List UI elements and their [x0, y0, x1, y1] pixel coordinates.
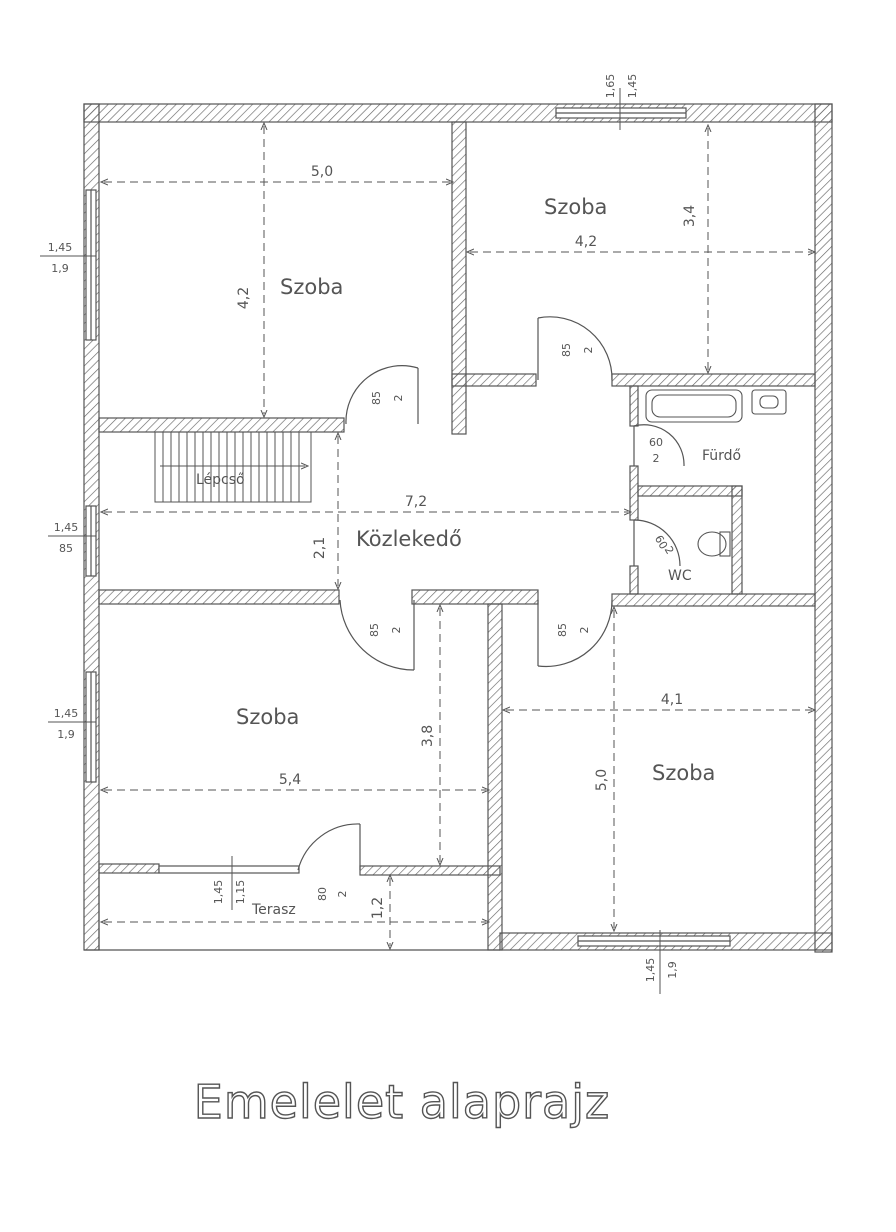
door-tl-h: 2 [392, 395, 405, 402]
window-terrace [158, 865, 300, 874]
win-bottom-right-b: 1,9 [666, 961, 679, 979]
door-tl-w: 85 [370, 391, 383, 405]
room-label-bottom-left: Szoba [236, 705, 299, 729]
door-terrace-w: 80 [316, 887, 329, 901]
door-bath-h: 2 [653, 452, 660, 465]
door-wc [633, 519, 681, 567]
wall-corridor-bottom-3 [611, 593, 816, 607]
wall-wc-left-2 [629, 565, 639, 595]
door-terrace [297, 823, 361, 871]
win-top-right-a: 1,65 [604, 74, 617, 99]
door-br-h: 2 [578, 627, 591, 634]
wall-terrace-2 [359, 865, 501, 876]
doors [297, 316, 685, 871]
room-label-terrace: Terasz [251, 902, 296, 918]
dim-tl-height: 4,2 [236, 287, 252, 309]
dim-corridor-height: 2,1 [312, 537, 328, 559]
door-tr-h: 2 [582, 347, 595, 354]
door-bath-w: 60 [649, 436, 663, 449]
door-bath [633, 424, 685, 467]
wall-bottom-divider [487, 603, 503, 951]
wall-bath-left [629, 385, 639, 427]
page-title: Emelelet alaprajz [194, 1075, 610, 1129]
wall-terrace [98, 863, 160, 874]
door-tr-w: 85 [560, 343, 573, 357]
room-label-wc: WC [668, 568, 692, 584]
terrace-outline [84, 872, 500, 951]
dim-corridor-width: 7,2 [405, 494, 427, 510]
wall-tl-bottom [98, 417, 345, 433]
win-terrace-a: 1,45 [212, 880, 225, 905]
wall-top [83, 103, 833, 123]
wall-corridor-bottom-1 [98, 589, 340, 605]
wall-top-divider [451, 121, 467, 435]
room-label-corridor: Közlekedő [356, 527, 462, 551]
door-wc-w: 60 [652, 533, 670, 552]
interior-walls [98, 121, 816, 951]
wall-tr-bottom [451, 373, 537, 387]
win-left-lower-a: 1,45 [54, 707, 79, 720]
room-label-stairs: Lépcső [196, 472, 245, 488]
door-tr [537, 316, 613, 381]
room-label-top-left: Szoba [280, 275, 343, 299]
toilet [697, 531, 727, 557]
wall-wc-left [629, 465, 639, 521]
fixtures [645, 389, 787, 557]
win-bottom-right-a: 1,45 [644, 958, 657, 983]
dim-br-width: 4,1 [661, 692, 683, 708]
door-terrace-h: 2 [336, 891, 349, 898]
stairs [154, 431, 312, 503]
win-left-middle-b: 85 [59, 542, 73, 555]
dim-bl-height: 3,8 [420, 725, 436, 747]
wall-right [814, 103, 833, 953]
wall-bath-wc [637, 485, 743, 497]
dim-terrace-depth: 1,2 [370, 897, 386, 919]
door-br-w: 85 [556, 623, 569, 637]
dim-br-height: 5,0 [594, 769, 610, 791]
win-left-lower-b: 1,9 [57, 728, 75, 741]
win-left-upper-b: 1,9 [51, 262, 69, 275]
door-bl-w: 85 [368, 623, 381, 637]
room-label-bathroom: Fürdő [702, 448, 741, 464]
door-tl [345, 365, 419, 425]
room-label-top-right: Szoba [544, 195, 607, 219]
win-left-upper-a: 1,45 [48, 241, 73, 254]
wall-wc-right [731, 485, 743, 595]
door-bl [339, 599, 415, 671]
dim-tl-width: 5,0 [311, 164, 333, 180]
dim-tr-height: 3,4 [682, 205, 698, 227]
door-br [537, 599, 613, 668]
dimension-lines [104, 126, 812, 946]
win-left-middle-a: 1,45 [54, 521, 79, 534]
windows [85, 107, 731, 947]
wall-corridor-bottom-2 [411, 589, 539, 605]
win-terrace-b: 1,15 [234, 880, 247, 905]
sink [751, 389, 787, 415]
room-label-bottom-right: Szoba [652, 761, 715, 785]
win-top-right-b: 1,45 [626, 74, 639, 99]
dim-tr-width: 4,2 [575, 234, 597, 250]
dim-bl-width: 5,4 [279, 772, 301, 788]
door-bl-h: 2 [390, 627, 403, 634]
bathtub [645, 389, 743, 423]
wall-tr-bottom-2 [611, 373, 816, 387]
window-ticks [40, 88, 661, 994]
